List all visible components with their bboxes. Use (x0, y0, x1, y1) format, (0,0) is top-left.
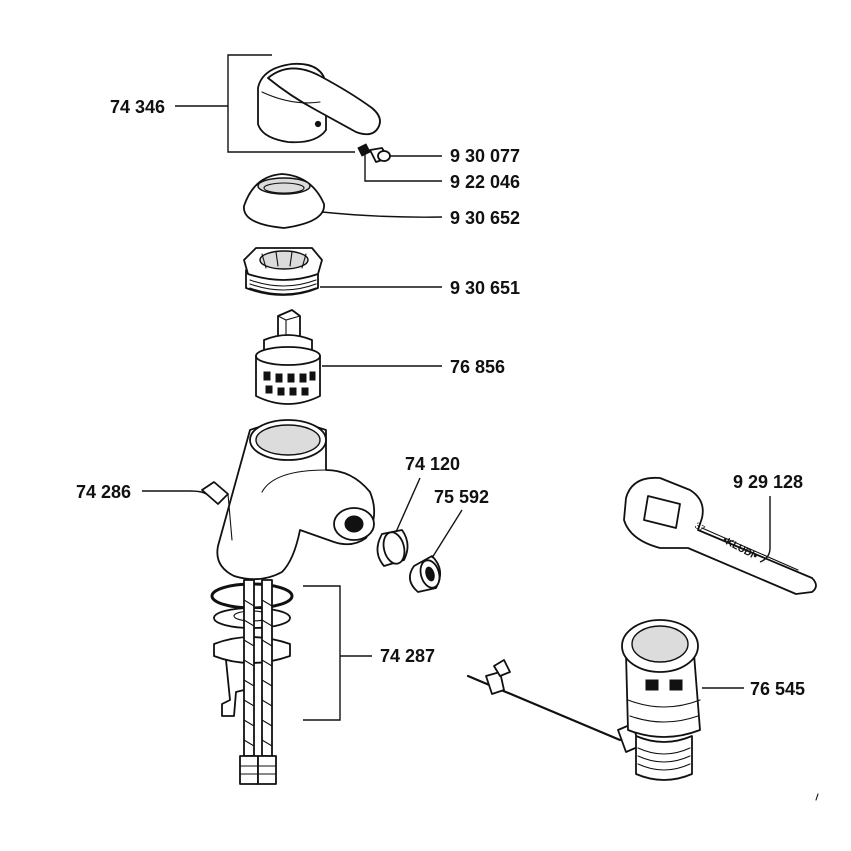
spanner-part-number: 9 29 128 (733, 472, 803, 492)
cap-plug-part (357, 143, 371, 157)
spanner-size-mark: 37 (693, 520, 707, 534)
body-connector-part (201, 481, 233, 541)
spanner-part (623, 476, 817, 595)
cap-plug-leader (364, 154, 442, 182)
body-connector-leader (142, 490, 207, 495)
aerator-part (408, 555, 442, 593)
cover-rosette-part-number: 9 30 652 (450, 208, 520, 228)
screw-part-number: 9 30 077 (450, 146, 520, 166)
screw-part (369, 147, 391, 163)
threaded-ring-part (243, 247, 323, 296)
handle-part-number: 74 346 (110, 97, 165, 117)
flow-ring-leader (395, 477, 421, 533)
pop-up-waste-part (466, 619, 701, 781)
handle-part (257, 62, 381, 144)
pop-up-waste-part-number: 76 545 (750, 679, 805, 699)
spanner-leader (759, 496, 771, 563)
mixer-body-part (216, 419, 376, 581)
aerator-leader (431, 509, 463, 559)
flow-ring-part-number: 74 120 (405, 454, 460, 474)
mounting-set-part (210, 579, 294, 785)
cover-rosette-leader (321, 211, 443, 218)
mounting-set-part-number: 74 287 (380, 646, 435, 666)
flow-ring-part (376, 529, 409, 567)
cartridge-part-number: 76 856 (450, 357, 505, 377)
corner-mark (815, 793, 819, 801)
handle-bracket (227, 54, 355, 153)
cartridge-part (255, 309, 321, 405)
threaded-ring-part-number: 9 30 651 (450, 278, 520, 298)
aerator-part-number: 75 592 (434, 487, 489, 507)
mounting-set-bracket (303, 585, 341, 721)
body-connector-part-number: 74 286 (76, 482, 131, 502)
cap-plug-part-number: 9 22 046 (450, 172, 520, 192)
cover-rosette-part (243, 173, 325, 229)
